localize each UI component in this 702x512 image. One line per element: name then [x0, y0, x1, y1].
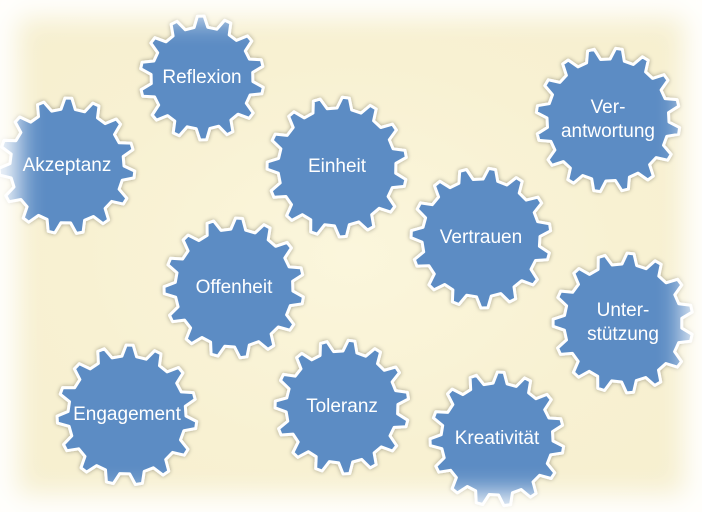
gear-kreativitaet-shape: [428, 370, 566, 508]
gear-unterstuetzung-shape: [551, 251, 694, 395]
gear-einheit: Einheit: [265, 95, 408, 239]
gear-offenheit: Offenheit: [162, 216, 305, 360]
gear-verantwortung-label: Ver-: [591, 97, 626, 118]
gear-verantwortung-label: antwortung: [561, 121, 655, 142]
gear-reflexion-label: Reflexion: [162, 67, 241, 88]
gear-toleranz-shape: [273, 338, 410, 476]
gear-unterstuetzung: Unter-stützung: [551, 251, 694, 395]
gear-toleranz: Toleranz: [273, 338, 410, 476]
gear-engagement: Engagement: [55, 343, 199, 486]
gear-vertrauen: Vertrauen: [409, 166, 553, 310]
gear-unterstuetzung-label: Unter-: [597, 300, 650, 321]
gear-einheit-label: Einheit: [308, 156, 367, 177]
gear-engagement-shape: [55, 343, 199, 486]
gear-kreativitaet: Kreativität: [428, 370, 566, 508]
gear-reflexion-shape: [139, 14, 265, 142]
gear-einheit-shape: [265, 95, 408, 239]
gear-akzeptanz-label: Akzeptanz: [23, 155, 112, 176]
gear-kreativitaet-label: Kreativität: [455, 428, 540, 449]
gear-toleranz-label: Toleranz: [306, 396, 378, 417]
gear-verantwortung-shape: [534, 46, 682, 194]
gear-offenheit-label: Offenheit: [196, 277, 273, 298]
gear-reflexion: Reflexion: [139, 14, 265, 142]
gear-akzeptanz: Akzeptanz: [0, 96, 137, 235]
gear-akzeptanz-shape: [0, 96, 137, 235]
gear-vertrauen-shape: [409, 166, 553, 310]
gear-unterstuetzung-label: stützung: [587, 324, 659, 345]
gear-vertrauen-label: Vertrauen: [440, 227, 522, 248]
gear-engagement-label: Engagement: [73, 404, 181, 425]
gear-offenheit-shape: [162, 216, 305, 360]
gear-verantwortung: Ver-antwortung: [534, 46, 682, 194]
